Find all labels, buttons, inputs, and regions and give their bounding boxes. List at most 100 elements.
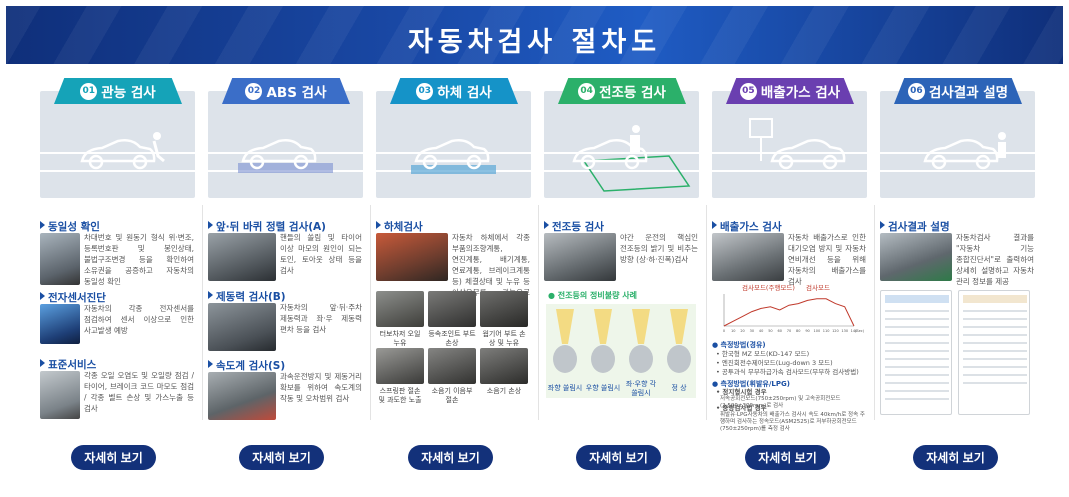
speedometer-photo [208, 372, 276, 420]
method-item: • 엔진회전수제어모드(Lug-down 3 모드) [716, 359, 833, 367]
case-label: 좌·우향 각 쏠림시 [625, 380, 657, 397]
section-title: 배출가스 검사 [712, 219, 782, 234]
step-2-name: ABS 검사 [266, 85, 327, 101]
step-1-more-button[interactable]: 자세히 보기 [71, 445, 156, 470]
section-desc: 차대번호 및 원동기 형식 위·변조, 등록번호판 및 봉인상태, 불법구조변경… [84, 233, 194, 286]
chart-x-tick: 60 [777, 329, 781, 333]
column-divider [706, 205, 707, 420]
step-6-more-button[interactable]: 자세히 보기 [913, 445, 998, 470]
defect-caption: 소음기 이음부 절손 [431, 387, 473, 404]
section-desc: 야간 운전의 핵심인 전조등의 밝기 및 비추는 방향 (상·하·진폭)검사 [620, 233, 698, 264]
defect-caption: 웜기어 부트 손상 및 누유 [482, 330, 526, 347]
identity-check-photo [40, 233, 80, 285]
step-4-number: 04 [578, 82, 596, 100]
report-document-1 [880, 290, 952, 415]
defect-caption: 스프링판 절손 및 과도한 노출 [378, 387, 422, 404]
column-divider [538, 205, 539, 420]
step-4-more-button[interactable]: 자세히 보기 [576, 445, 661, 470]
defect-photo-5 [428, 348, 476, 384]
chart-series-line [723, 298, 855, 327]
defect-caption: 터보차저 오일 누유 [379, 330, 421, 347]
section-desc: 핸들의 쏠림 및 타이어 이상 마모의 원인이 되는 토인, 토아웃 상태 등을… [280, 233, 362, 275]
step-3-scene-illustration [376, 91, 531, 198]
chart-x-tick: 100 [814, 329, 821, 333]
headlight-cases-panel: 좌향 쏠림시 우향 쏠림시 좌·우향 각 쏠림시 정 상 [546, 304, 696, 398]
column-divider [202, 205, 203, 420]
step-2-number: 02 [245, 82, 263, 100]
chart-x-tick: 110 [823, 329, 830, 333]
chart-label: 검사모드(주행모드) [742, 284, 795, 292]
chart-x-tick: 130 [841, 329, 848, 333]
chart-x-tick: 20 [740, 329, 744, 333]
step-3-more-button[interactable]: 자세히 보기 [408, 445, 493, 470]
chart-x-tick: 10 [731, 329, 735, 333]
section-title: 앞·뒤 바퀴 정렬 검사(A) [208, 219, 326, 234]
section-title: 제동력 검사(B) [208, 289, 286, 304]
section-desc: 자동차 배출가스로 인한 대기오염 방지 및 자동차 연비개선 등을 위해 자동… [788, 233, 866, 286]
section-title: 전조등 검사 [544, 219, 604, 234]
section-title: 표준서비스 [40, 357, 96, 372]
step-3-underbody-inspection: 03 하체 검사 하체검사 자동차 하체에서 각종 부품의조향계통, 연진계통,… [376, 78, 531, 423]
chart-x-tick: 50 [768, 329, 772, 333]
defect-photo-1 [376, 291, 424, 327]
step-5-emission-inspection: 05 배출가스 검사 배출가스 검사 자동차 배출가스로 인한 대기오염 방지 … [712, 78, 867, 432]
step-2-abs-inspection: 02 ABS 검사 앞·뒤 바퀴 정렬 검사(A) 핸들의 쏠림 및 타이어 이… [208, 78, 363, 423]
method-title: ● 측정방법(휘발유/LPG) [712, 380, 790, 388]
step-6-result-explanation: 06 검사결과 설명 검사결과 설명 자동차검사 결과를 "자동차 기능 종합진… [880, 78, 1035, 423]
chart-label: 검사모드 [806, 284, 830, 292]
step-3-ribbon: 03 하체 검사 [390, 78, 518, 104]
headlight-subtitle: ● 전조등의 정비불량 사례 [548, 291, 637, 300]
step-6-number: 06 [907, 82, 925, 100]
chart-x-tick: 120 [832, 329, 839, 333]
step-5-more-button[interactable]: 자세히 보기 [745, 445, 830, 470]
chart-x-tick: 30 [750, 329, 754, 333]
step-2-more-button[interactable]: 자세히 보기 [239, 445, 324, 470]
method-sub-title: • 중량검사법 경우 [716, 404, 767, 412]
column-divider [874, 205, 875, 420]
step-1-scene-illustration [40, 91, 195, 198]
defect-photo-2 [428, 291, 476, 327]
section-title: 속도계 검사(S) [208, 358, 285, 373]
section-desc: 자동차의 각종 전자센서를 점검하여 센서 이상으로 인한 사고발생 예방 [84, 304, 194, 335]
chart-x-tick: 40 [759, 329, 763, 333]
method-title: ● 측정방법(경유) [712, 341, 766, 349]
step-6-scene-illustration [880, 91, 1035, 198]
step-2-ribbon: 02 ABS 검사 [222, 78, 350, 104]
case-label: 좌향 쏠림시 [547, 384, 583, 392]
step-1-number: 01 [80, 82, 98, 100]
defect-photo-6 [480, 348, 528, 384]
alignment-photo [208, 233, 276, 281]
braking-photo [208, 303, 276, 351]
case-label: 정 상 [671, 384, 687, 392]
section-desc: 과속운전방지 및 제동거리 확보를 위하여 속도계의 작동 및 오차범위 검사 [280, 372, 362, 403]
section-desc: 자동차의 앞·뒤·주차 제동력과 좌·우 제동력 편차 등을 검사 [280, 303, 362, 334]
step-4-scene-illustration [544, 91, 699, 198]
chart-x-tick: 90 [805, 329, 809, 333]
standard-service-photo [40, 371, 80, 419]
step-1-functional-inspection: 01 관능 검사 동일성 확인 차대번호 및 원동기 형식 위·변조, 등록번호… [40, 78, 195, 423]
sensor-diagnosis-photo [40, 304, 80, 344]
result-photo [880, 233, 952, 281]
chart-x-tick: 70 [787, 329, 791, 333]
step-4-name: 전조등 검사 [599, 85, 666, 101]
chart-x-tick: 80 [796, 329, 800, 333]
chart-x-tick: 140 [851, 329, 858, 333]
headlight-cases-illustration [553, 309, 691, 373]
defect-photo-4 [376, 348, 424, 384]
chart-axis [723, 294, 854, 327]
method-item: • 한국형 MZ 모드(KD-147 모드) [716, 350, 810, 358]
method-sub-desc: 휘발유·LPG자동차의 배출가스 검사시 속도 40km/h로 정속 주행하며 … [720, 412, 865, 432]
page-title: 자동차검사 절차도 [407, 27, 662, 58]
emission-photo [712, 233, 784, 281]
step-3-number: 03 [416, 82, 434, 100]
step-5-name: 배출가스 검사 [760, 85, 841, 101]
method-sub-desc: 저속공회전모드(750±250rpm) 및 고속공회전모드(2,500±300r… [720, 396, 841, 409]
step-2-scene-illustration [208, 91, 363, 198]
underbody-photo [376, 233, 448, 281]
defect-caption: 등속조인트 부트 손상 [428, 330, 476, 347]
defect-caption: 소음기 손상 [486, 387, 522, 395]
section-title: 검사결과 설명 [880, 219, 950, 234]
method-item: • 공투과식 무부하급가속 검사모드(무부하 검사방법) [716, 368, 859, 376]
